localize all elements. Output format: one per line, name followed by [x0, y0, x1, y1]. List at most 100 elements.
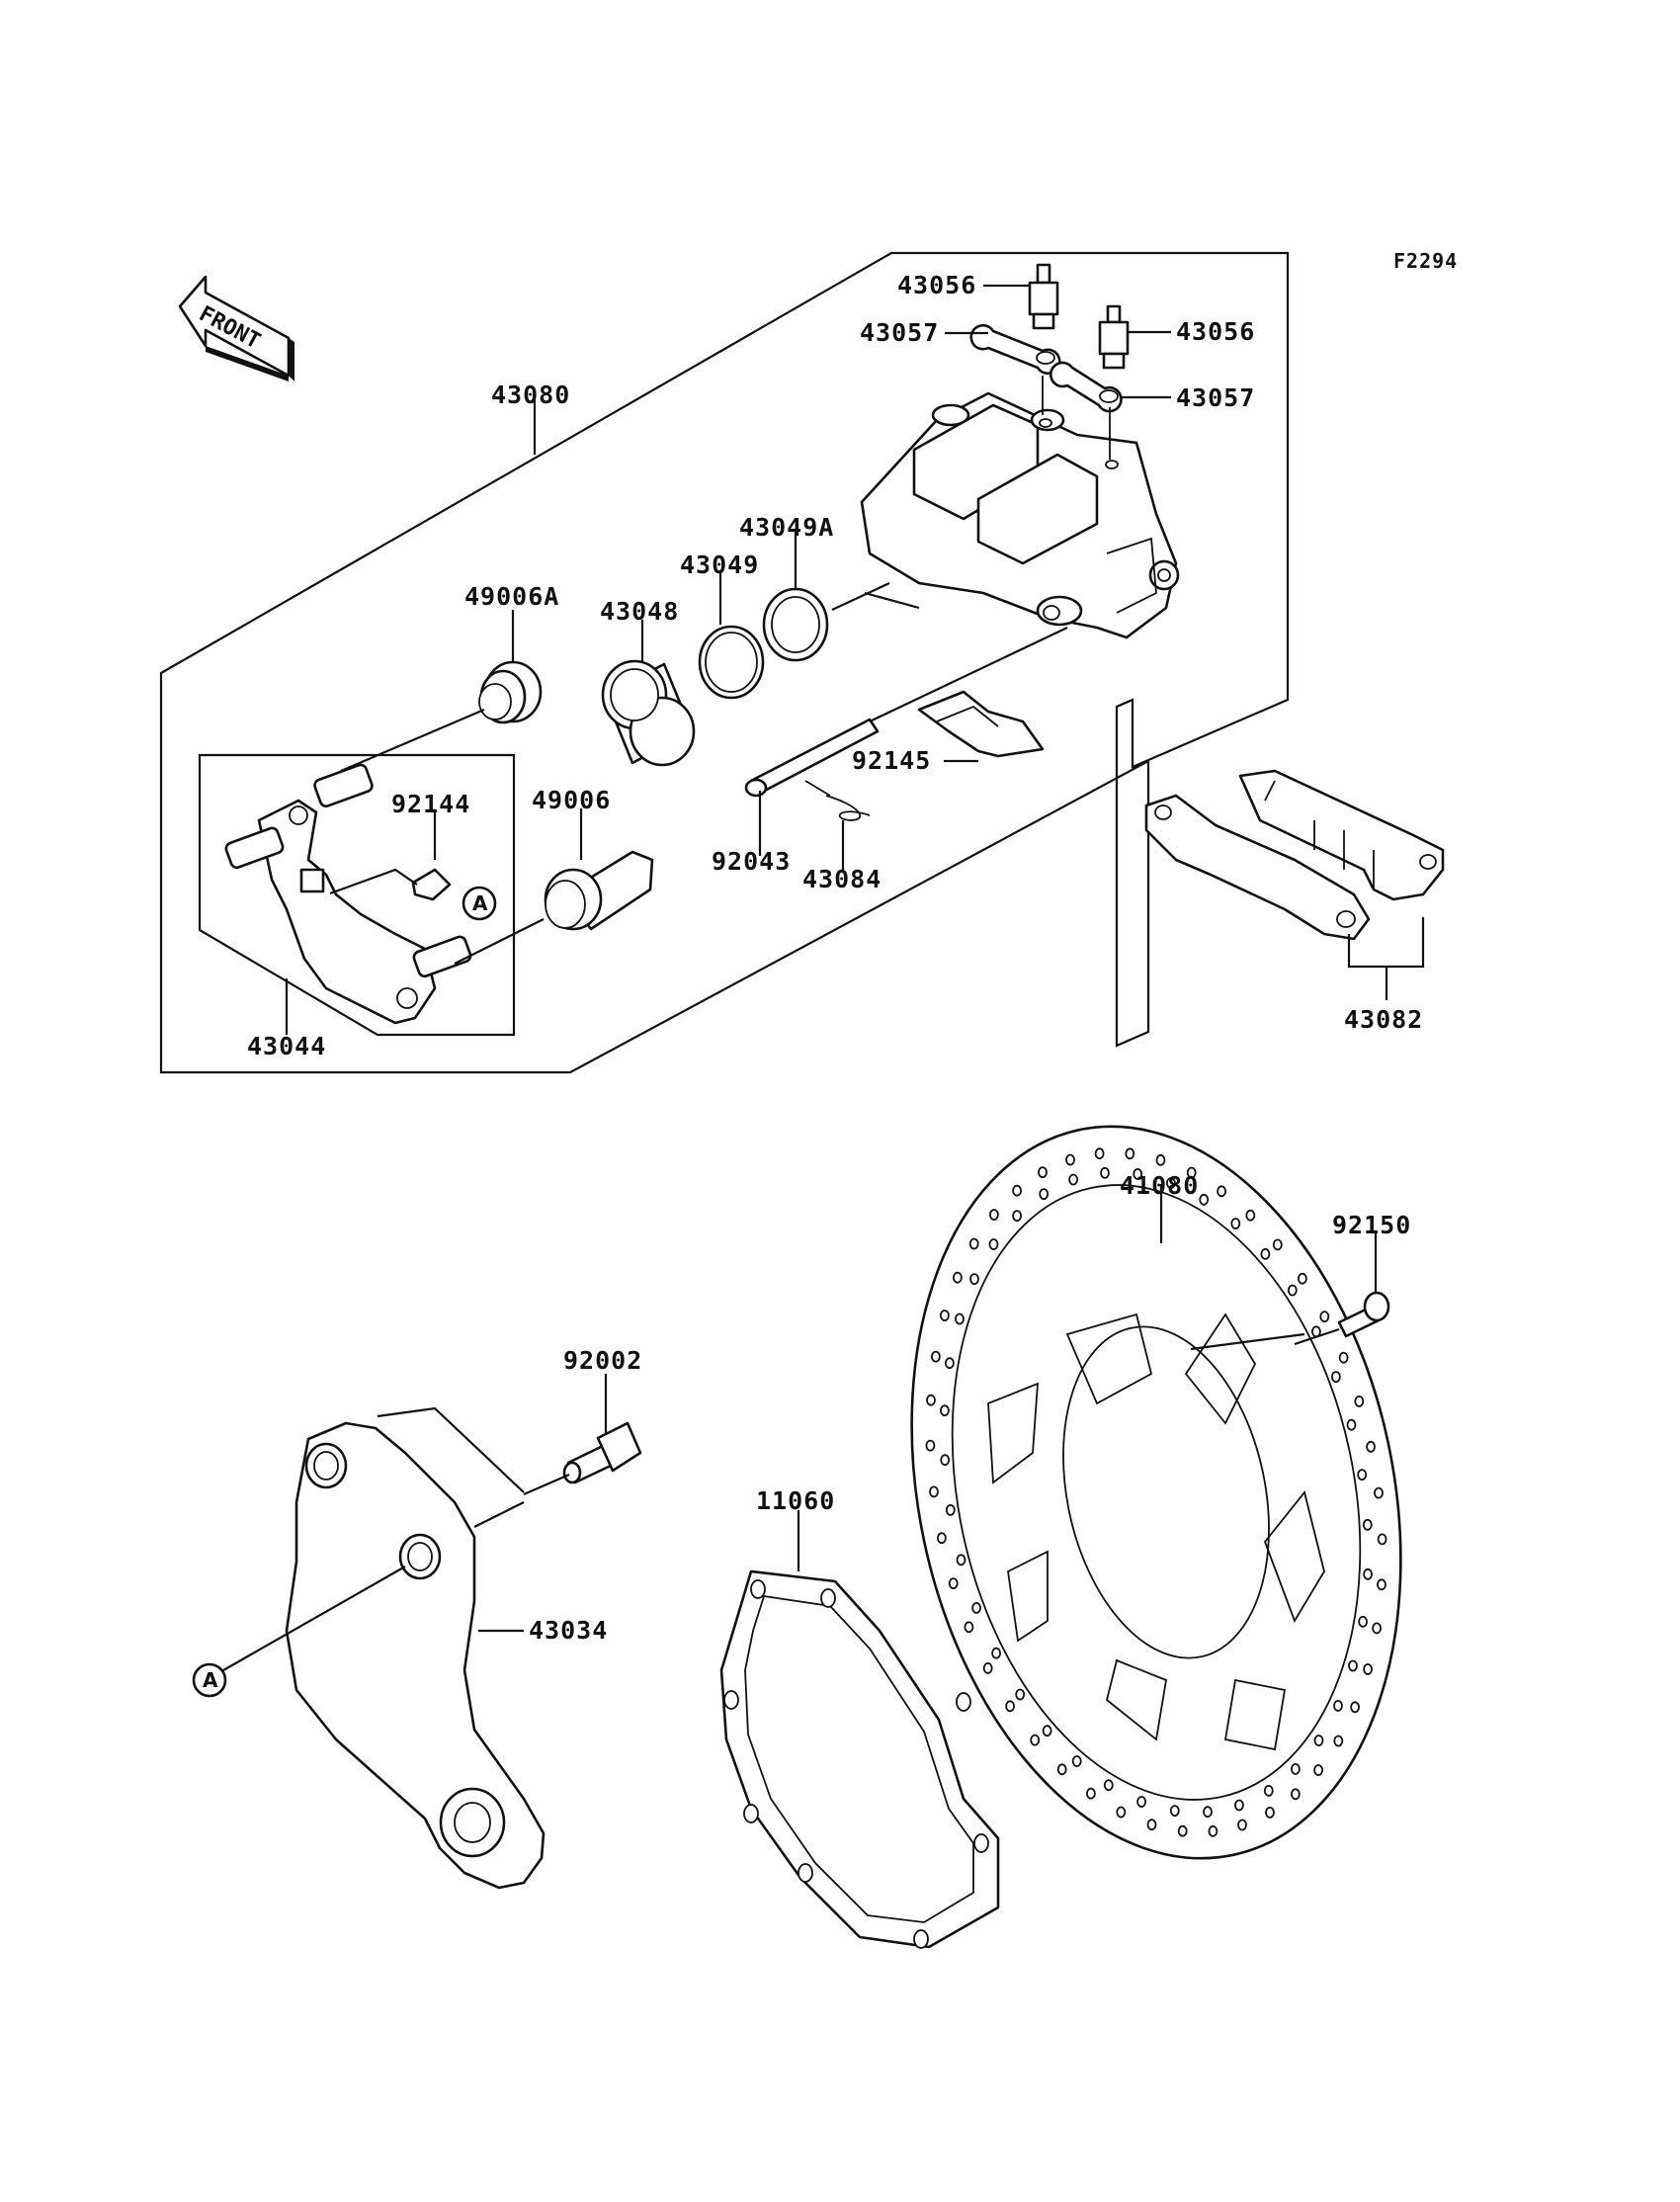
disc-vent-hole	[1038, 1166, 1048, 1178]
disc-vent-hole	[1039, 1188, 1050, 1200]
disc-vent-hole	[1094, 1147, 1105, 1160]
label-92150: 92150	[1332, 1211, 1411, 1239]
disc-vent-hole	[1357, 1469, 1368, 1481]
disc-vent-hole	[945, 1357, 955, 1370]
disc-vent-hole	[948, 1577, 959, 1589]
disc-vent-hole	[1169, 1805, 1180, 1817]
bracket-subbox	[198, 753, 516, 1037]
bleeder-valve-top	[1028, 263, 1059, 330]
label-43057-top: 43057	[860, 318, 939, 347]
label-43034: 43034	[529, 1616, 608, 1645]
disc-vent-hole	[940, 1454, 951, 1467]
label-92043: 92043	[712, 847, 791, 876]
disc-vent-hole	[1005, 1700, 1015, 1713]
label-41080: 41080	[1120, 1171, 1199, 1200]
disc-vent-hole	[1042, 1725, 1052, 1737]
label-43049A: 43049A	[739, 513, 834, 542]
disc-vent-hole	[1136, 1796, 1146, 1808]
disc-vent-hole	[1358, 1615, 1368, 1628]
disc-vent-hole	[1313, 1764, 1323, 1776]
disc-vent-hole	[1363, 1663, 1373, 1675]
label-43048: 43048	[600, 597, 679, 626]
disc-vent-hole	[1012, 1210, 1022, 1222]
disc-vent-hole	[1208, 1824, 1218, 1837]
front-arrow-icon: FRONT	[178, 275, 294, 381]
disc-vent-hole	[1313, 1735, 1324, 1746]
disc-vent-hole	[1291, 1788, 1301, 1801]
disc-vent-hole	[940, 1310, 950, 1321]
disc-vent-hole	[1319, 1311, 1330, 1322]
disc-vent-hole	[1333, 1735, 1344, 1747]
disc-vent-hole	[1377, 1578, 1386, 1591]
brake-pads-43082	[1144, 769, 1445, 941]
disc-vent-hole	[937, 1532, 947, 1545]
label-92144: 92144	[391, 790, 470, 818]
disc-vent-hole	[1217, 1185, 1226, 1198]
bleeder-cap-top	[969, 323, 1061, 376]
label-43044: 43044	[247, 1032, 326, 1060]
piston-seal-43049	[698, 625, 765, 700]
caliper-bracket-43034	[285, 1421, 546, 1890]
disc-vent-hole	[926, 1394, 936, 1406]
disc-vent-hole	[1086, 1787, 1096, 1800]
disc-vent-hole	[1237, 1819, 1247, 1831]
brake-disc-41080	[910, 1125, 1402, 1860]
disc-vent-hole	[1298, 1272, 1307, 1285]
label-92002: 92002	[563, 1346, 642, 1375]
disc-vent-hole	[964, 1621, 974, 1634]
piston-43048	[601, 659, 696, 767]
disc-vent-hole	[931, 1350, 941, 1363]
disc-vent-hole	[1331, 1371, 1341, 1383]
disc-vent-hole	[1133, 1168, 1143, 1180]
disc-vent-hole	[1377, 1533, 1387, 1546]
disc-vent-hole	[1166, 1177, 1176, 1189]
bracket-bolt-92002	[562, 1421, 642, 1484]
disc-vent-holes	[925, 1147, 1387, 1837]
caliper-bracket-43044	[224, 763, 472, 1025]
disc-vent-hole	[1272, 1238, 1283, 1251]
disc-vent-hole	[1230, 1218, 1241, 1229]
svg-text:A: A	[472, 891, 488, 915]
disc-vent-hole	[1203, 1806, 1213, 1819]
disc-vent-hole	[945, 1504, 956, 1516]
disc-vent-hole	[953, 1271, 963, 1284]
disc-vent-hole	[929, 1485, 939, 1498]
pin-clip-43084	[825, 795, 871, 821]
label-11060: 11060	[756, 1486, 835, 1515]
disc-vent-hole	[1155, 1153, 1166, 1166]
disc-vent-hole	[1362, 1518, 1373, 1531]
disc-vent-hole	[971, 1602, 981, 1614]
disc-vent-hole	[1346, 1418, 1357, 1431]
disc-vent-hole	[1265, 1807, 1275, 1819]
disc-vent-hole	[1245, 1209, 1256, 1222]
disc-vent-hole	[956, 1554, 966, 1567]
disc-vent-hole	[955, 1313, 965, 1325]
figure-code: F2294	[1393, 249, 1458, 273]
label-43049: 43049	[680, 550, 759, 579]
disc-vent-hole	[1348, 1659, 1358, 1672]
disc-vent-hole	[982, 1662, 993, 1674]
disc-vent-hole	[1186, 1166, 1197, 1179]
disc-vent-hole	[991, 1647, 1001, 1659]
reference-a-bottom: A	[192, 1662, 227, 1698]
svg-text:A: A	[203, 1668, 218, 1692]
bleeder-valve-right	[1098, 304, 1130, 370]
disc-vent-hole	[968, 1237, 979, 1250]
pad-spring-92145	[917, 690, 1045, 758]
disc-vent-hole	[1068, 1173, 1078, 1186]
disc-vent-hole	[1015, 1688, 1026, 1701]
bleeder-cap-right	[1049, 361, 1123, 413]
disc-vent-hole	[1146, 1819, 1157, 1831]
disc-vent-hole	[1260, 1247, 1271, 1260]
disc-vent-hole	[1030, 1734, 1041, 1746]
disc-vent-hole	[1263, 1785, 1274, 1797]
disc-vent-hole	[1350, 1701, 1360, 1714]
disc-vent-hole	[925, 1439, 936, 1452]
disc-vent-hole	[1116, 1806, 1127, 1819]
disc-vent-hole	[989, 1209, 999, 1221]
disc-vent-hole	[1338, 1351, 1349, 1364]
reference-a-top: A	[462, 886, 497, 921]
disc-vent-hole	[1071, 1755, 1082, 1767]
